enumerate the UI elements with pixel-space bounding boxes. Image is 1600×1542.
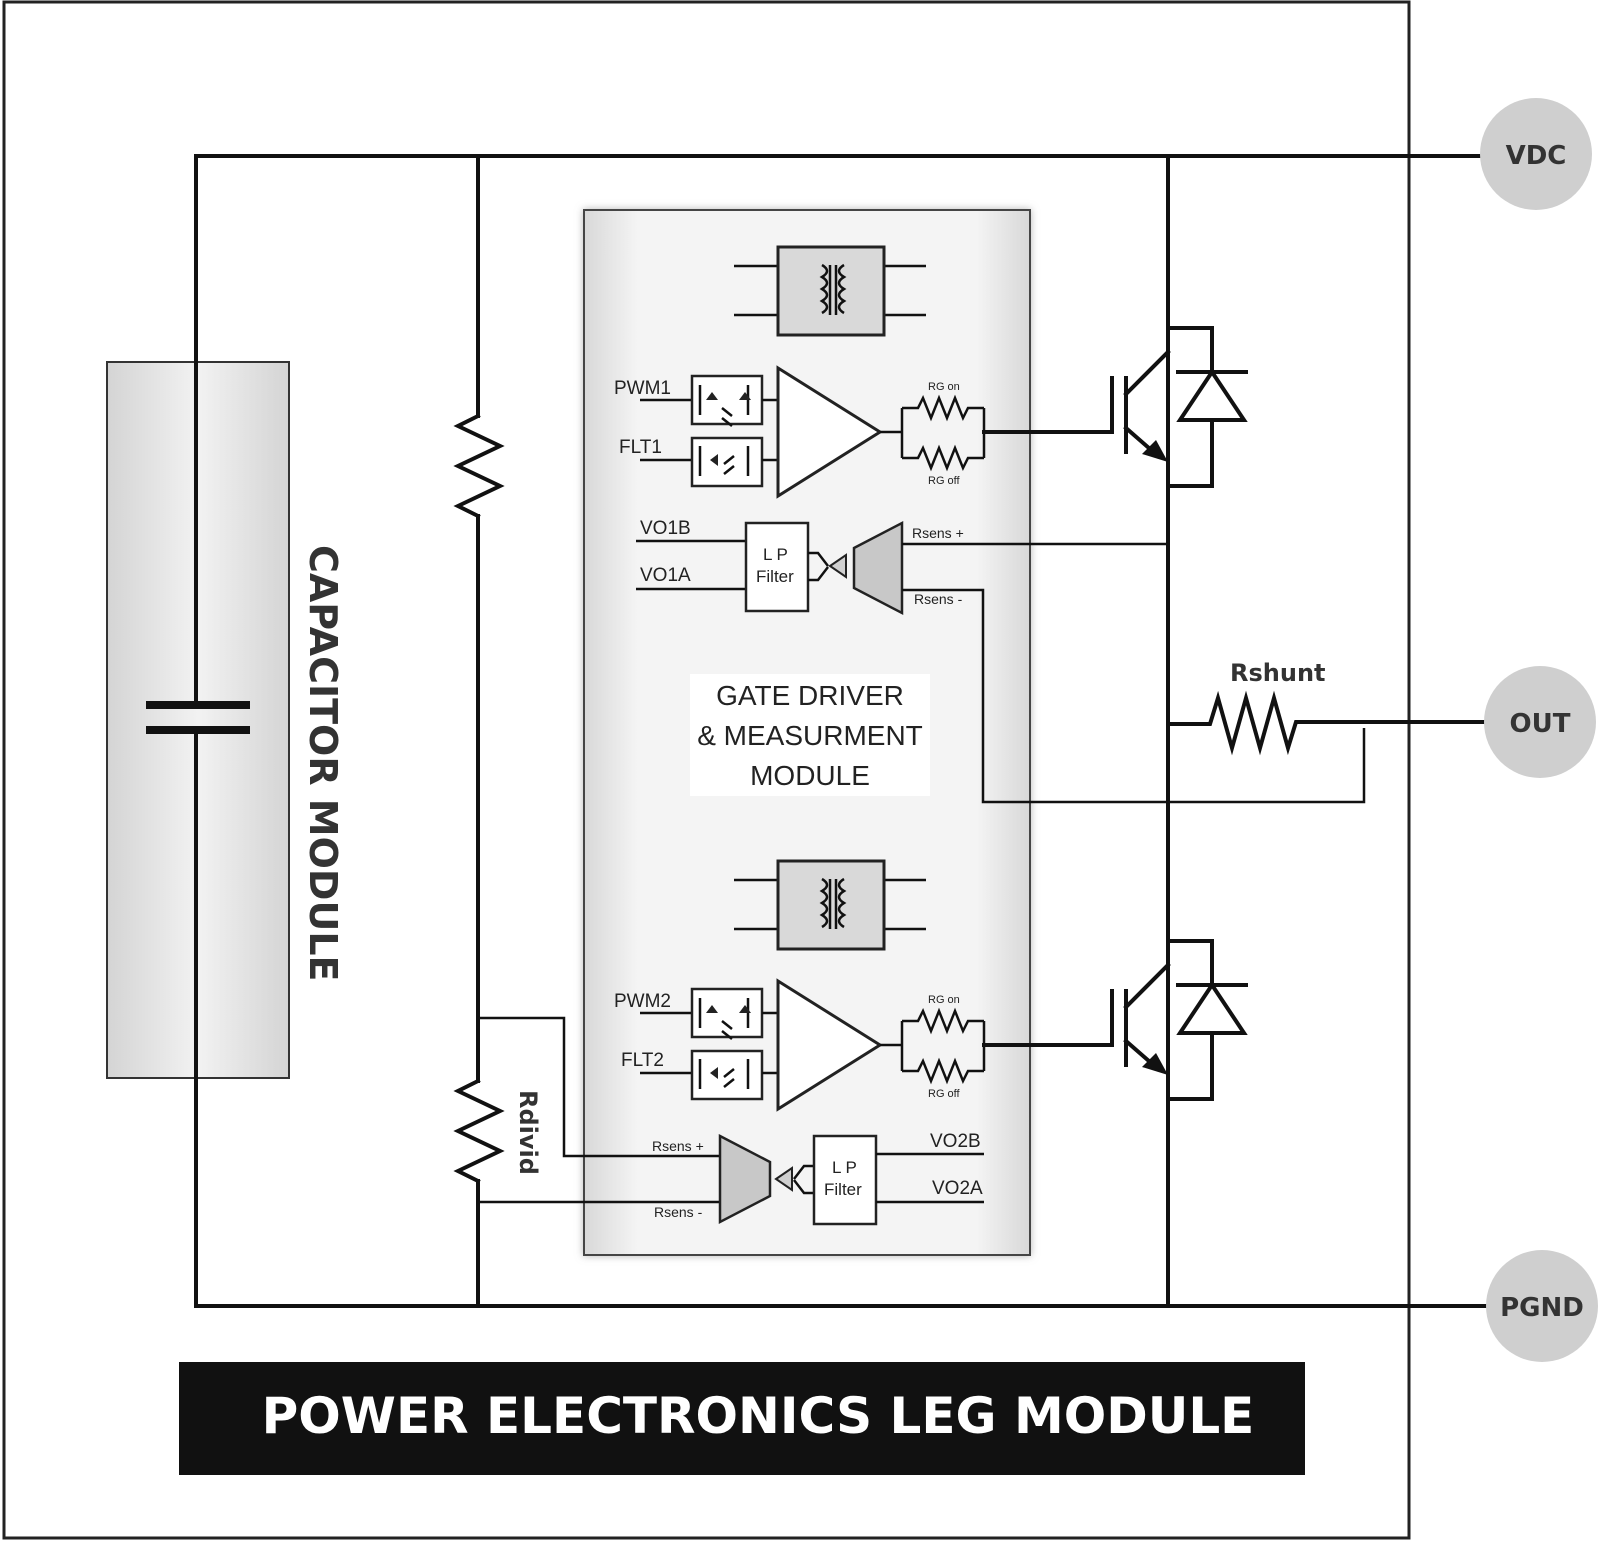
divider-resistor-lower bbox=[453, 1078, 505, 1184]
capacitor-module-label: CAPACITOR MODULE bbox=[301, 545, 345, 982]
gate-channel-lower: PWM2 FLT2 RG on RG off bbox=[614, 978, 1056, 1112]
svg-text:PGND: PGND bbox=[1500, 1293, 1584, 1323]
rsens-minus-label-lower: Rsens - bbox=[654, 1204, 703, 1220]
lp-filter-lower-line2: Filter bbox=[824, 1180, 862, 1199]
gate-driver-title-line3: MODULE bbox=[750, 760, 870, 791]
diode-upper bbox=[1166, 326, 1248, 488]
shunt-resistor bbox=[1166, 690, 1488, 756]
isolation-transformer-upper bbox=[734, 245, 926, 337]
bus-wires bbox=[194, 154, 1488, 1308]
rdivid-label: Rdivid bbox=[514, 1090, 542, 1175]
igbt-upper bbox=[1052, 349, 1171, 462]
igbt-lower bbox=[1052, 962, 1171, 1075]
optocoupler-pwm1 bbox=[690, 374, 764, 426]
flt2-label: FLT2 bbox=[621, 1050, 664, 1071]
module-title: POWER ELECTRONICS LEG MODULE bbox=[262, 1387, 1255, 1445]
rg-off-label-upper: RG off bbox=[928, 475, 961, 487]
rg-on-label-upper: RG on bbox=[928, 381, 960, 393]
rg-on-resistor-lower bbox=[902, 1007, 984, 1035]
terminal-pgnd: PGND bbox=[1486, 1250, 1598, 1362]
lp-filter-upper bbox=[744, 521, 810, 613]
isolation-amplifier-lower bbox=[718, 1133, 772, 1225]
svg-text:OUT: OUT bbox=[1510, 709, 1571, 739]
measurement-lower: L P Filter Rsens + Rsens - VO2B VO2A bbox=[478, 1016, 984, 1226]
diode-lower bbox=[1166, 939, 1248, 1101]
terminal-out: OUT bbox=[1484, 666, 1596, 778]
capacitor-symbol bbox=[146, 701, 250, 734]
gate-driver-title-line2: & MEASURMENT bbox=[697, 720, 923, 751]
vo1a-label: VO1A bbox=[640, 565, 691, 586]
measurement-upper: VO1B VO1A L P Filter Rsens + Rsens - bbox=[636, 518, 1366, 804]
isolation-transformer-lower bbox=[734, 859, 926, 951]
gate-channel-upper: PWM1 FLT1 RG on RG off bbox=[614, 365, 1056, 499]
rg-on-label-lower: RG on bbox=[928, 994, 960, 1006]
rsens-plus-label-lower: Rsens + bbox=[652, 1138, 704, 1154]
pwm2-label: PWM2 bbox=[614, 991, 671, 1012]
svg-text:VDC: VDC bbox=[1506, 141, 1567, 171]
terminal-vdc: VDC bbox=[1480, 98, 1592, 210]
rg-off-label-lower: RG off bbox=[928, 1088, 961, 1100]
vo2b-label: VO2B bbox=[930, 1131, 981, 1152]
gate-driver-title-line1: GATE DRIVER bbox=[716, 680, 904, 711]
pwm1-label: PWM1 bbox=[614, 378, 671, 399]
rg-on-resistor-upper bbox=[902, 394, 984, 422]
isolation-amplifier-upper bbox=[852, 520, 904, 616]
rsens-minus-label-upper: Rsens - bbox=[914, 591, 963, 607]
rsens-plus-label-upper: Rsens + bbox=[912, 525, 964, 541]
lp-filter-upper-line2: Filter bbox=[756, 567, 794, 586]
rshunt-label: Rshunt bbox=[1230, 659, 1326, 687]
divider-resistor-upper bbox=[453, 413, 505, 519]
rg-off-resistor-upper bbox=[902, 444, 984, 472]
gate-driver-title-bg bbox=[690, 674, 930, 796]
optocoupler-pwm2 bbox=[690, 987, 764, 1039]
vo2a-label: VO2A bbox=[932, 1178, 983, 1199]
lp-filter-upper-line1: L P bbox=[763, 545, 788, 564]
gate-driver-amplifier-lower bbox=[776, 978, 883, 1112]
lp-filter-lower bbox=[812, 1134, 878, 1226]
gate-driver-amplifier-upper bbox=[776, 365, 883, 499]
rg-off-resistor-lower bbox=[902, 1057, 984, 1085]
lp-filter-lower-line1: L P bbox=[832, 1158, 857, 1177]
vo1b-label: VO1B bbox=[640, 518, 691, 539]
module-title-banner bbox=[179, 1362, 1305, 1475]
flt1-label: FLT1 bbox=[619, 437, 662, 458]
